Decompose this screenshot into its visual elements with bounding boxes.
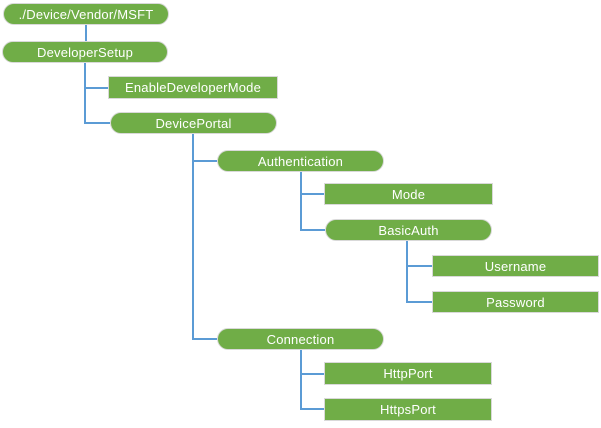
connector-segment-v-1 [84,63,86,124]
tree-node-connection: Connection [217,328,384,350]
tree-node-mode: Mode [324,183,493,205]
connector-segment-h-8 [300,193,324,195]
tree-node-basicauth: BasicAuth [325,219,492,241]
connector-segment-v-7 [300,172,302,231]
connector-segment-h-6 [192,338,217,340]
connector-segment-h-5 [192,160,217,162]
tree-node-httpsport: HttpsPort [324,398,492,421]
connector-segment-h-11 [406,265,432,267]
connector-segment-v-13 [300,350,302,410]
tree-node-authentication: Authentication [217,150,384,172]
tree-node-developersetup: DeveloperSetup [2,41,168,63]
tree-node-enabledevelopermode: EnableDeveloperMode [108,76,278,99]
connector-segment-h-14 [300,373,324,375]
connector-segment-h-3 [85,122,110,124]
connector-segment-h-9 [300,229,325,231]
connector-segment-v-0 [85,25,87,41]
tree-node-deviceportal: DevicePortal [110,112,277,134]
tree-node-httpport: HttpPort [324,362,492,385]
tree-node-username: Username [432,255,599,277]
connector-segment-v-4 [192,134,194,340]
tree-node-password: Password [432,291,599,313]
connector-segment-h-12 [406,301,432,303]
tree-node-root: ./Device/Vendor/MSFT [3,3,169,25]
connector-segment-v-10 [406,241,408,303]
connector-segment-h-2 [85,87,108,89]
connector-segment-h-15 [300,408,324,410]
